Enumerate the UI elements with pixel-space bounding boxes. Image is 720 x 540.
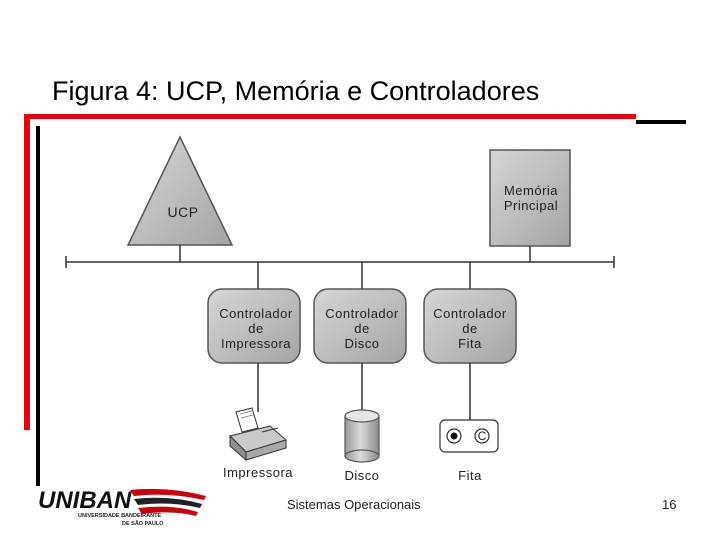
device-label-disk: Disco (344, 468, 380, 483)
controller-printer-box (207, 288, 301, 364)
printer-icon (229, 407, 288, 462)
controller-printer-line1: Controlador (219, 306, 293, 321)
controller-tape-line1: Controlador (433, 306, 507, 321)
memory-label-line1: Memória (503, 183, 559, 198)
controller-printer-line3: Impressora (220, 336, 292, 351)
footer-course: Sistemas Operacionais (287, 497, 421, 512)
disk-cylinder (344, 409, 380, 463)
ucp-label: UCP (167, 204, 199, 220)
controller-tape-line2: de (462, 321, 478, 336)
slide-title: Figura 4: UCP, Memória e Controladores (52, 76, 540, 106)
tape-letter: C (477, 429, 487, 443)
left-border-red (24, 114, 30, 430)
page-number: 16 (662, 497, 677, 512)
svg-text:DE SÃO PAULO: DE SÃO PAULO (122, 520, 164, 527)
left-border-black (36, 126, 40, 486)
uniban-logo-graphic: UNIBAN UNIVERSIDADE BANDEIRANTE DE SÃO P… (38, 487, 206, 527)
controller-disk-line3: Disco (344, 336, 380, 351)
svg-text:UNIVERSIDADE BANDEIRANTE: UNIVERSIDADE BANDEIRANTE (78, 513, 161, 519)
controller-disk-line2: de (354, 321, 370, 336)
device-label-tape: Fita (458, 468, 482, 483)
svg-text:UNIBAN: UNIBAN (38, 487, 132, 514)
controller-disk-box (313, 288, 407, 364)
device-label-printer: Impressora (222, 465, 294, 480)
ucp-triangle (126, 135, 234, 246)
memory-box (489, 149, 571, 247)
controller-disk-line1: Controlador (325, 306, 399, 321)
title-underline-red (24, 114, 636, 119)
controller-tape-line3: Fita (458, 336, 482, 351)
tape-icon (439, 419, 499, 453)
controller-printer-line2: de (248, 321, 264, 336)
uniban-logo: UNIBAN UNIVERSIDADE BANDEIRANTE DE SÃO P… (38, 484, 208, 528)
memory-label-line2: Principal (503, 198, 559, 213)
title-underline-black (636, 120, 686, 124)
